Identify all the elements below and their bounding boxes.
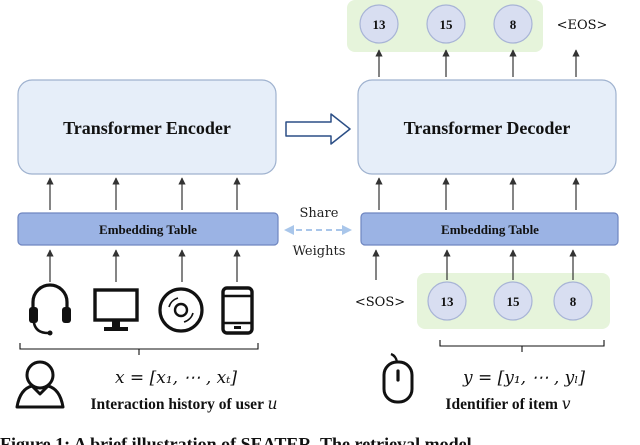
input-token-circle [553,281,593,321]
encoder-embedding-label: Embedding Table [99,222,197,237]
decoder-up-arrows [375,177,580,210]
output-token-circle [426,4,466,44]
encoder-up-arrows [46,177,241,210]
output-tokens: 13 15 8 [359,4,533,44]
input-token-circle [493,281,533,321]
start-token: <SOS> [355,295,405,310]
encoder-brace [19,343,259,355]
output-token: 13 [373,17,387,32]
share-label-line2: Weights [293,244,346,259]
encoder-to-decoder-arrow [285,113,351,145]
decoder-box [357,79,617,175]
mouse-icon [382,352,414,404]
monitor-icon [93,288,139,331]
decoder-embedding-table [360,212,619,246]
input-tokens: 13 15 8 [427,281,593,321]
smartphone-icon [221,286,254,335]
encoder-caption-text: Interaction history of user [90,396,267,413]
output-token-circle [359,4,399,44]
disc-icon [158,287,204,333]
share-label-line1: Share [300,206,339,221]
encoder-caption-var: u [268,395,278,413]
input-token: 15 [507,294,521,309]
input-token-circle [427,281,467,321]
decoder-brace [439,340,605,352]
decoder-input-formula: y = [y₁, ⋯ , yₗ] [462,368,585,388]
decoder-embedding-label: Embedding Table [441,222,539,237]
user-icon [15,360,65,409]
decoder-input-arrows [372,249,577,280]
encoder-caption: Interaction history of user u [90,395,277,413]
output-token: 15 [440,17,454,32]
encoder-input-arrows [46,249,241,282]
decoder-title: Transformer Decoder [404,118,571,138]
input-token: 13 [441,294,455,309]
end-token: <EOS> [557,18,608,33]
encoder-embedding-table [17,212,279,246]
headset-icon [29,283,71,336]
decoder-caption: Identifier of item v [445,395,570,413]
output-token-circle [493,4,533,44]
output-token: 8 [510,17,517,32]
decoder-output-arrows [375,49,580,77]
decoder-caption-text: Identifier of item [445,396,561,413]
figure-caption: Figure 1: A brief illustration of SEATER… [0,434,472,445]
encoder-input-formula: x = [x₁, ⋯ , xₜ] [115,368,237,388]
input-token: 8 [570,294,577,309]
encoder-title: Transformer Encoder [63,118,231,138]
encoder-box [17,79,277,175]
decoder-caption-var: v [562,395,571,413]
